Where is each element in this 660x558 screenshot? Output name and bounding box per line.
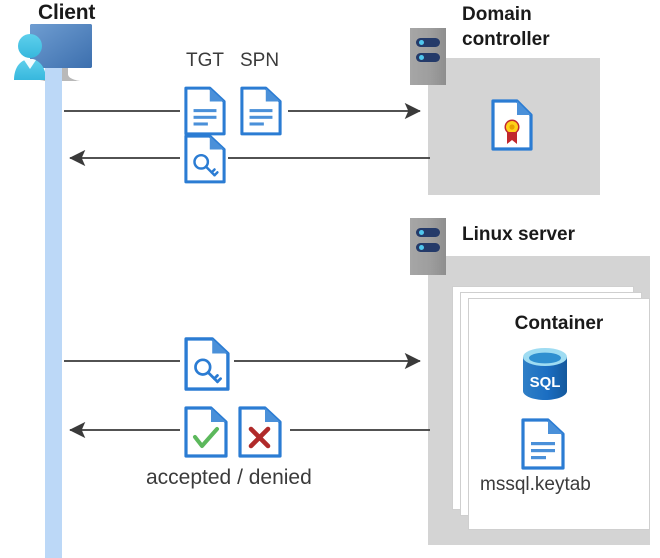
cross-document-icon <box>238 405 282 464</box>
document-icon <box>240 85 282 142</box>
keytab-label: mssql.keytab <box>480 474 591 495</box>
user-at-monitor-icon <box>8 22 114 82</box>
key-document-icon <box>184 336 230 397</box>
domain-controller-title-line2: controller <box>462 29 550 50</box>
domain-controller-title-line1: Domain <box>462 4 532 25</box>
domain-controller-title: Domain controller <box>462 2 550 52</box>
svg-text:SQL: SQL <box>530 374 561 391</box>
check-document-icon <box>184 405 228 464</box>
spn-label: SPN <box>240 50 280 71</box>
accepted-denied-label: accepted / denied <box>146 466 312 489</box>
client-lifeline <box>45 68 62 558</box>
certificate-document-icon <box>491 99 533 156</box>
server-rack-icon <box>410 28 446 85</box>
linux-server-title: Linux server <box>462 224 575 245</box>
tgt-label: TGT <box>186 50 224 71</box>
document-icon <box>184 85 226 142</box>
key-document-icon <box>184 133 226 190</box>
container-title: Container <box>514 313 604 334</box>
container-card-front: Container <box>468 298 650 530</box>
server-rack-icon <box>410 218 446 275</box>
client-title: Client <box>38 1 96 24</box>
sql-database-icon: SQL <box>519 346 571 407</box>
document-icon <box>521 418 565 475</box>
